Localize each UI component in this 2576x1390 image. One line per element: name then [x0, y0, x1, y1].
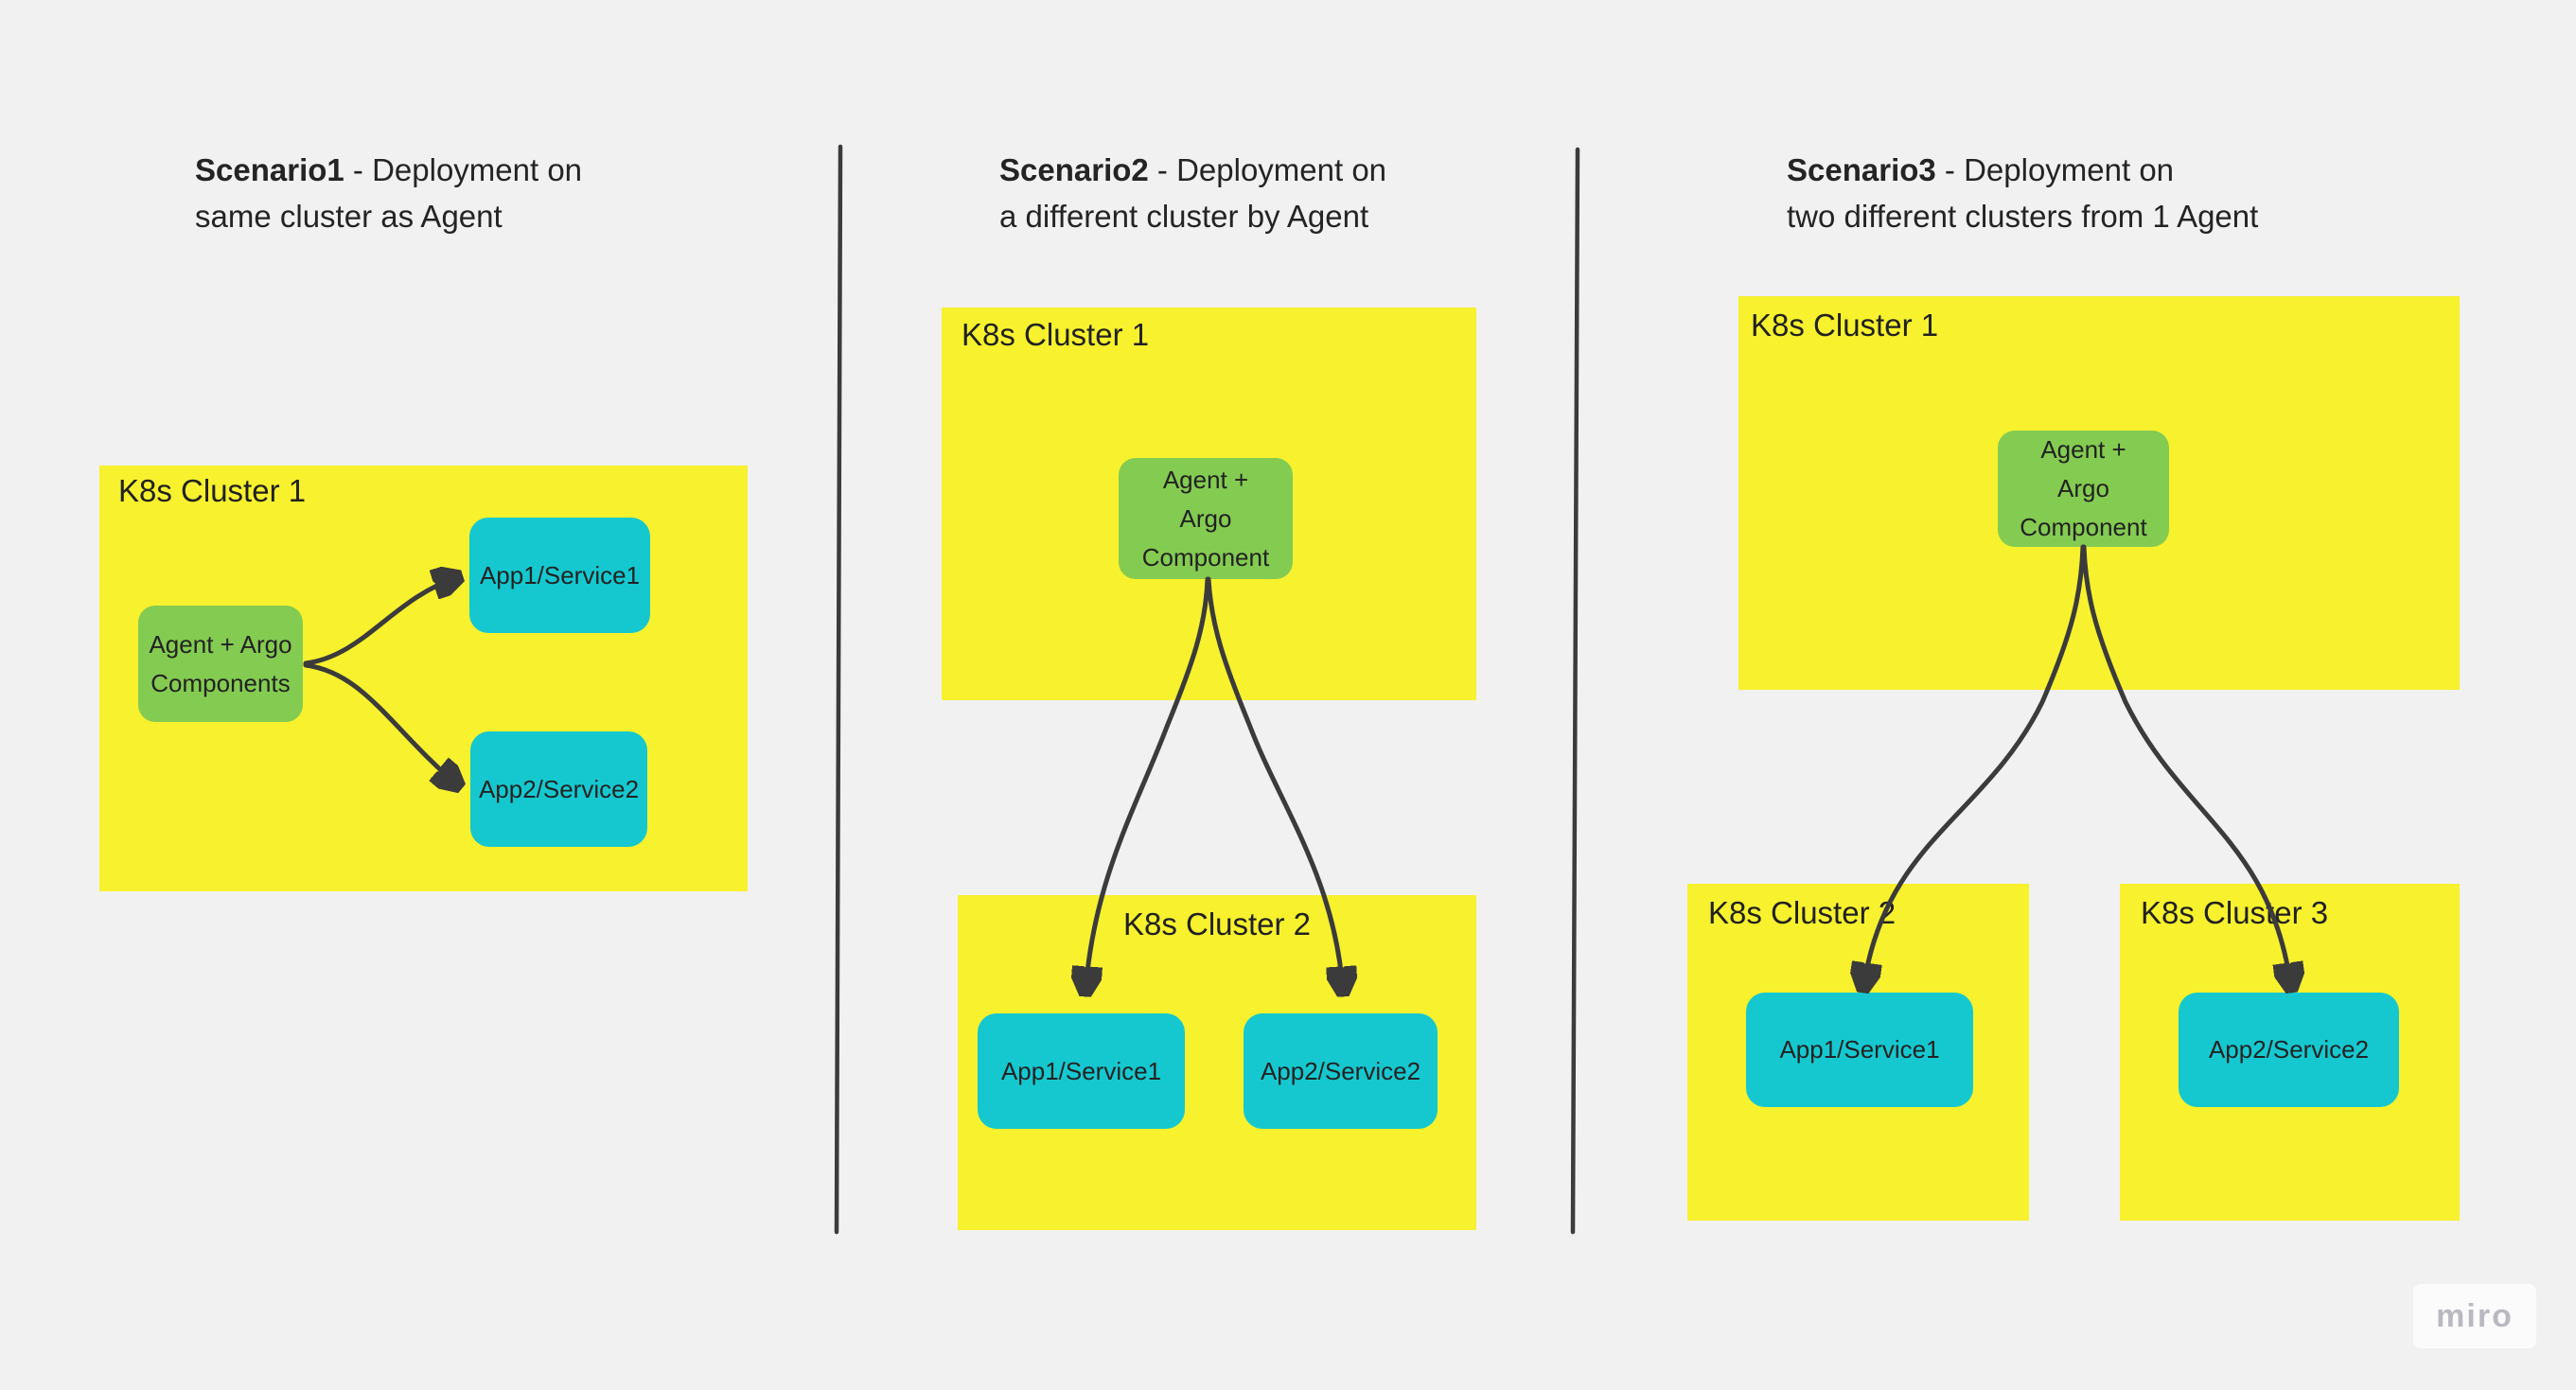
s1-app1-node[interactable]: App1/Service1: [469, 518, 650, 633]
scenario2-title[interactable]: Scenario2 - Deployment on a different cl…: [999, 147, 1386, 239]
s3-cluster1-label: K8s Cluster 1: [1751, 308, 1939, 343]
scenario1-title-bold: Scenario1: [195, 152, 344, 187]
s2-app2-label: App2/Service2: [1260, 1056, 1421, 1085]
s2-app2-node[interactable]: App2/Service2: [1244, 1013, 1438, 1129]
s3-cluster3-label: K8s Cluster 3: [2141, 895, 2329, 930]
s1-app2-node[interactable]: App2/Service2: [470, 731, 647, 847]
s3-agent-node[interactable]: Agent + Argo Component: [1998, 431, 2169, 547]
divider-line-2[interactable]: [1570, 147, 1580, 1235]
scenario3-title[interactable]: Scenario3 - Deployment on two different …: [1787, 147, 2258, 239]
scenario2-title-rest: - Deployment on: [1148, 152, 1387, 187]
s3-app2-node[interactable]: App2/Service2: [2179, 993, 2399, 1107]
miro-watermark: miro: [2413, 1284, 2536, 1348]
s3-agent-line3: Component: [2020, 513, 2147, 541]
scenario1-title[interactable]: Scenario1 - Deployment on same cluster a…: [195, 147, 582, 239]
s1-agent-node[interactable]: Agent + Argo Components: [138, 606, 303, 722]
scenario2-title-line1: Scenario2 - Deployment on: [999, 147, 1386, 193]
s2-app1-label: App1/Service1: [1000, 1056, 1162, 1085]
s3-cluster2-label: K8s Cluster 2: [1708, 895, 1897, 930]
s3-app2-label: App2/Service2: [2208, 1035, 2370, 1064]
s1-agent-line1: Agent + Argo: [149, 629, 292, 659]
s3-agent-line2: Argo: [2057, 474, 2109, 502]
s2-agent-line1: Agent +: [1162, 465, 1249, 494]
s3-app1-node[interactable]: App1/Service1: [1746, 993, 1973, 1107]
scenario2-title-bold: Scenario2: [999, 152, 1149, 187]
s1-agent-line2: Components: [150, 668, 291, 697]
scenario1-title-line2: same cluster as Agent: [195, 199, 503, 234]
s2-agent-line3: Component: [1141, 542, 1270, 572]
scenario1-title-line1: Scenario1 - Deployment on: [195, 147, 582, 193]
scenario3-title-bold: Scenario3: [1787, 152, 1936, 187]
s2-agent-line2: Argo: [1179, 503, 1232, 533]
s2-app1-node[interactable]: App1/Service1: [978, 1013, 1185, 1129]
s1-app1-label: App1/Service1: [479, 560, 641, 589]
s2-cluster1-label: K8s Cluster 1: [962, 317, 1150, 352]
scenario1-title-rest: - Deployment on: [344, 152, 583, 187]
s1-cluster1-label: K8s Cluster 1: [118, 473, 307, 508]
s3-app1-label: App1/Service1: [1779, 1035, 1940, 1064]
scenario3-title-line2: two different clusters from 1 Agent: [1787, 199, 2259, 234]
scenario3-title-rest: - Deployment on: [1935, 152, 2175, 187]
scenario3-title-line1: Scenario3 - Deployment on: [1787, 147, 2258, 193]
scenario2-title-line2: a different cluster by Agent: [999, 199, 1369, 234]
s2-cluster2-label: K8s Cluster 2: [1122, 906, 1312, 941]
divider-line-1[interactable]: [834, 144, 843, 1235]
miro-watermark-text: miro: [2436, 1297, 2514, 1334]
s3-agent-line1: Agent +: [2040, 435, 2126, 464]
s1-app2-label: App2/Service2: [478, 774, 640, 803]
s2-agent-node[interactable]: Agent + Argo Component: [1119, 458, 1293, 579]
